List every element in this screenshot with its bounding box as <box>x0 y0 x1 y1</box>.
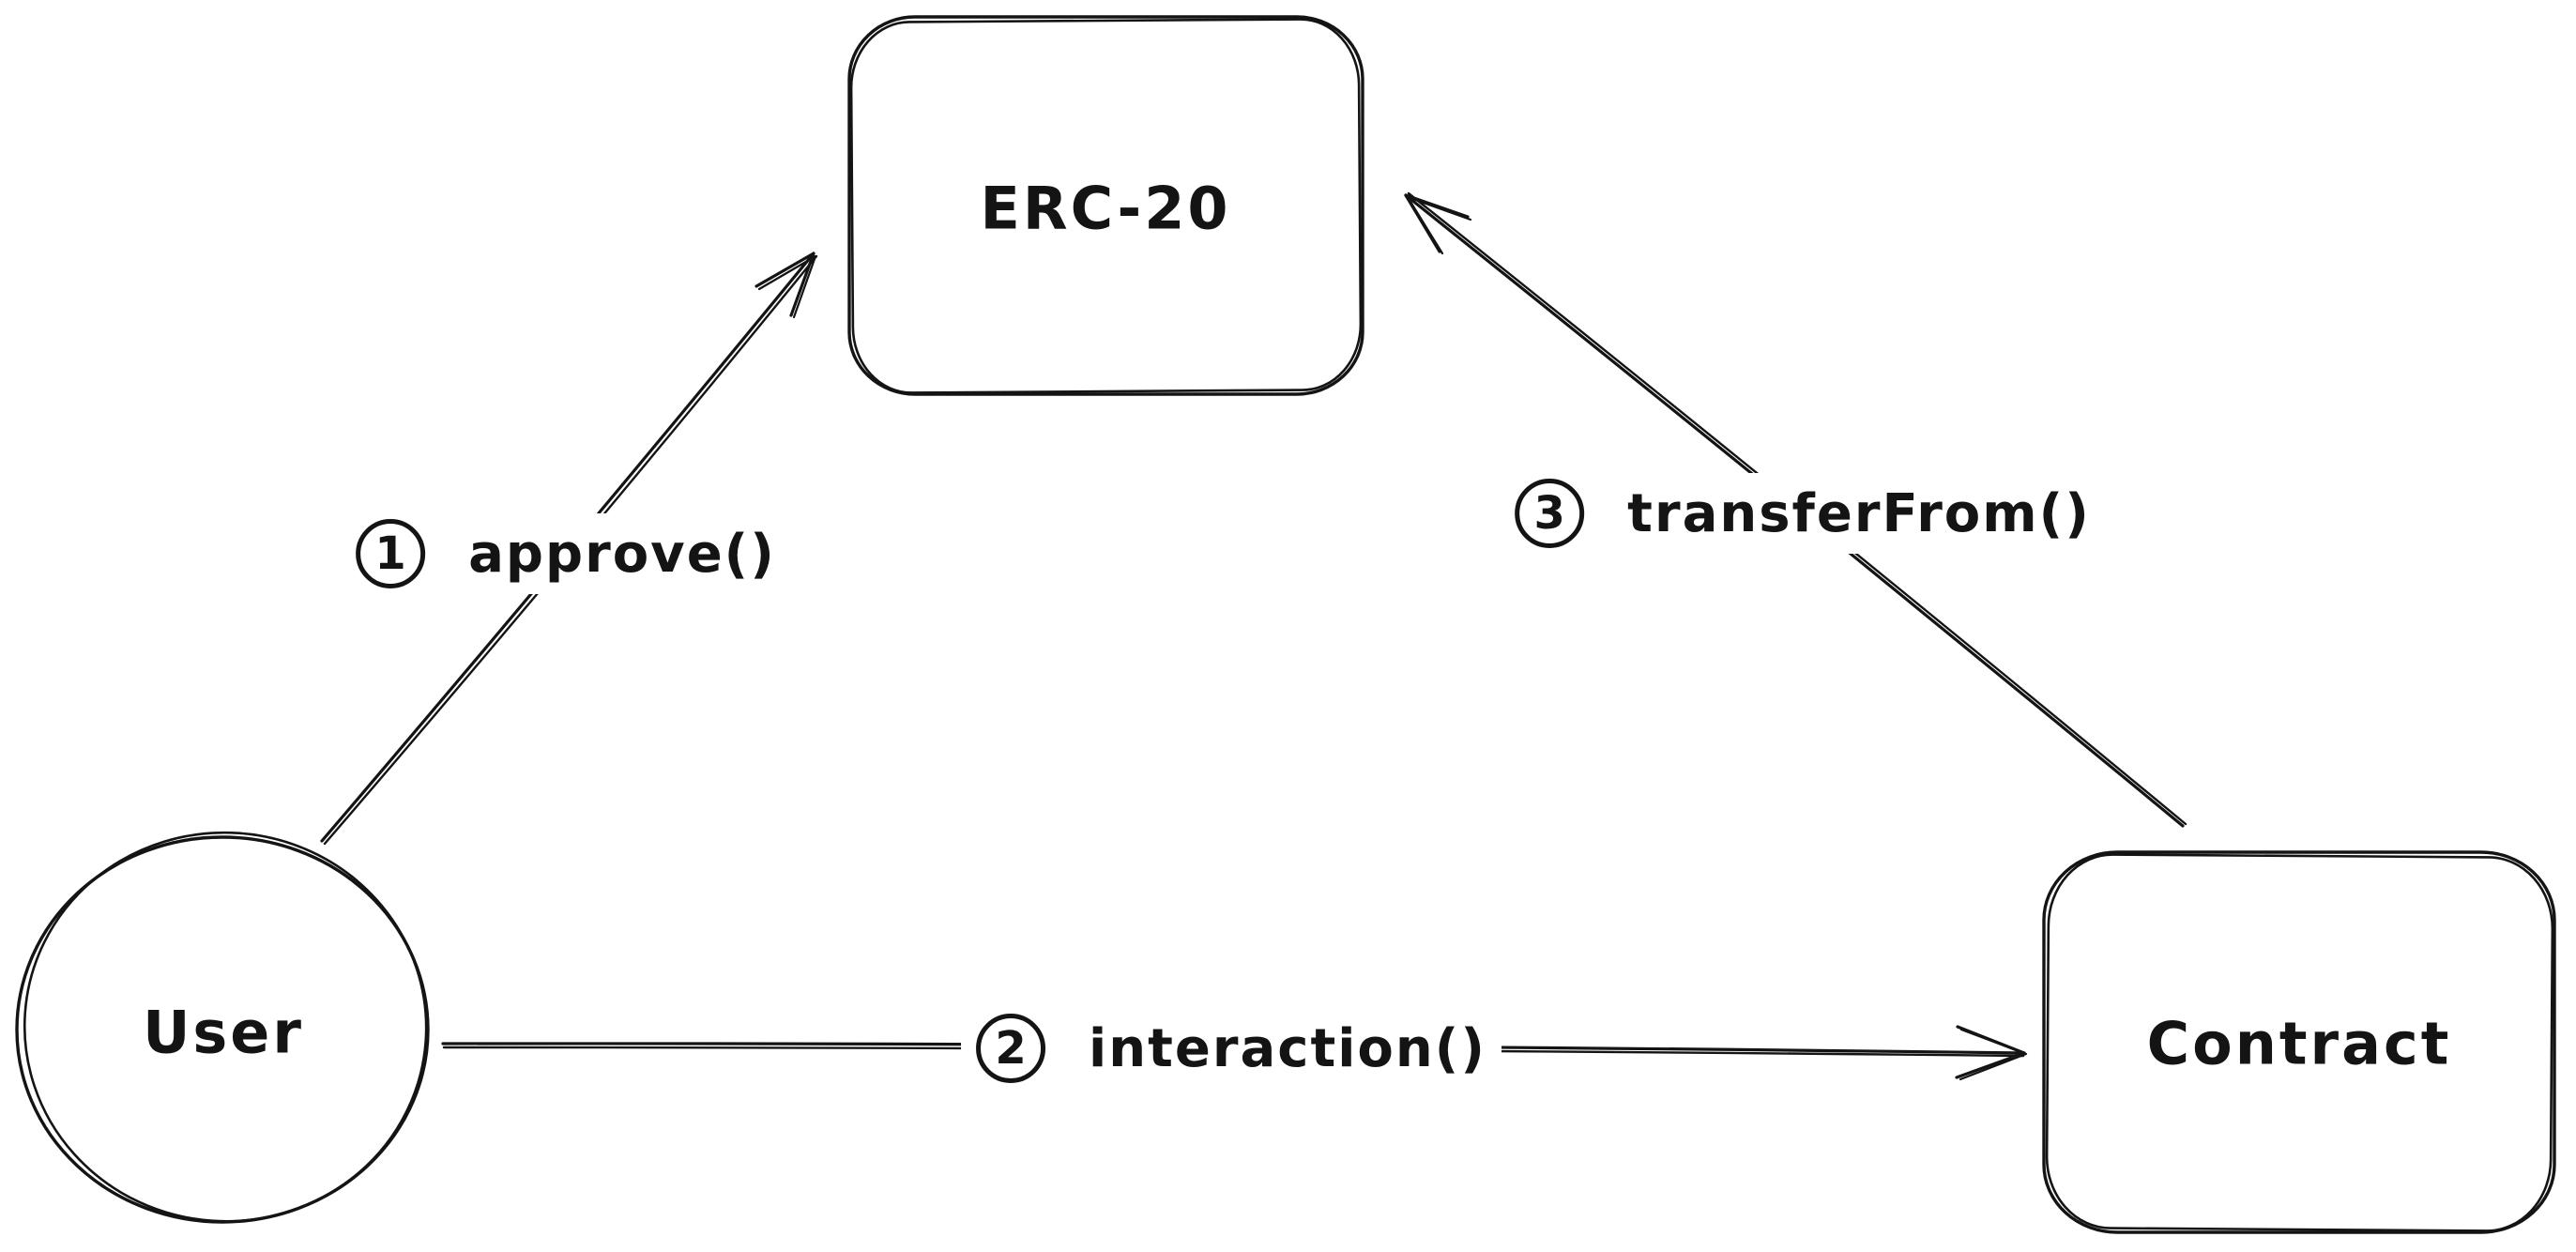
step-2-badge: 2 <box>976 1014 1046 1083</box>
edge-label-approve: 1 approve() <box>341 513 791 594</box>
node-label-user: User <box>143 998 304 1067</box>
user-node-shape <box>15 831 430 1224</box>
transferfrom-arrowhead <box>1404 193 1470 253</box>
node-label-erc20: ERC-20 <box>980 174 1231 243</box>
edge-label-approve-text: approve() <box>468 523 776 585</box>
contract-node-shape <box>2042 850 2556 1234</box>
step-1-badge: 1 <box>356 519 426 588</box>
edge-label-transferfrom: 3 transferFrom() <box>1500 473 2106 554</box>
erc20-node-shape <box>847 15 1364 396</box>
node-label-contract: Contract <box>2146 1009 2452 1078</box>
edge-label-interaction-text: interaction() <box>1089 1017 1486 1079</box>
edge-label-interaction: 2 interaction() <box>961 1008 1501 1089</box>
approve-arrowhead <box>755 252 815 317</box>
edge-label-transferfrom-text: transferFrom() <box>1627 482 2091 544</box>
step-3-badge: 3 <box>1515 479 1585 548</box>
